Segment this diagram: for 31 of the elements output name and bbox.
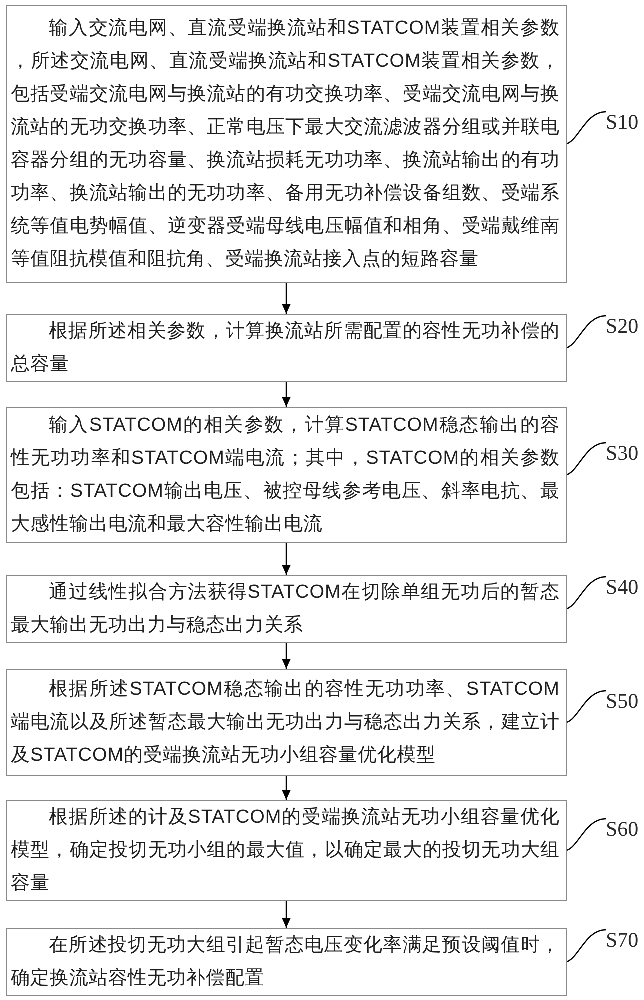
step-label: S30 [606,441,639,465]
arrow [282,901,291,928]
step-label: S20 [606,314,639,338]
process-box [6,669,567,776]
leader-line [566,442,606,476]
step-text: 输入交流电网、直流受端换流站和STATCOM装置相关参数，所述交流电网、直流受端换流站和STATCOM装置相关参数，包括受端交流电网与换流站的有功交换功率、受端交流电网与换流站的无功交换功率、正常电压下最大交流滤波器分组或并联电容器分组的无功容量、换流站损耗无功功率、换流站输出的有功功率、换流站输出的无功功率、备用无功补偿设备组数、受端系统等值电势幅值、逆变器受端母线电压幅值和相角、受端戴维南等值阻抗模值和阻抗角、受端换流站接入点的短路容量 [11,17,560,272]
leader-line [566,111,606,145]
step-text: 在所述投切无功大组引起暂态电压变化率满足预设阈值时，确定换流站容性无功补偿配置 [11,934,560,991]
leader-line [566,576,606,610]
step-text: 通过线性拟合方法获得STATCOM在切除单组无功后的暂态最大输出无功出力与稳态出力关系 [11,581,560,638]
step-label: S70 [606,928,639,952]
arrow [282,643,291,669]
leader-line [566,818,606,852]
step-label: S10 [606,110,639,134]
arrow [282,543,291,575]
arrow [282,776,291,800]
step-text: 根据所述的计及STATCOM的受端换流站无功小组容量优化模型，确定投切无功小组的最大值，以确定最大的投切无功大组容量 [11,806,560,896]
process-box [6,575,567,643]
leader-line [566,690,606,724]
step-label: S40 [606,575,639,599]
process-box [6,314,567,382]
step-text: 根据所述相关参数，计算换流站所需配置的容性无功补偿的总容量 [11,320,560,377]
arrow [282,382,291,407]
arrow [282,283,291,314]
process-box [6,928,567,996]
leader-line [566,315,606,349]
step-label: S60 [606,816,639,840]
step-label: S50 [606,688,639,712]
leader-line [566,929,606,963]
step-text: 根据所述STATCOM稳态输出的容性无功功率、STATCOM端电流以及所述暂态最大输出无功出力与稳态出力关系，建立计及STATCOM的受端换流站无功小组容量优化模型 [11,678,560,768]
step-text: 输入STATCOM的相关参数，计算STATCOM稳态输出的容性无功功率和STATCOM端电流；其中，STATCOM的相关参数包括：STATCOM输出电压、被控母线参考电压、斜率电抗、最大感性输出电流和最大容性输出电流 [11,414,560,537]
